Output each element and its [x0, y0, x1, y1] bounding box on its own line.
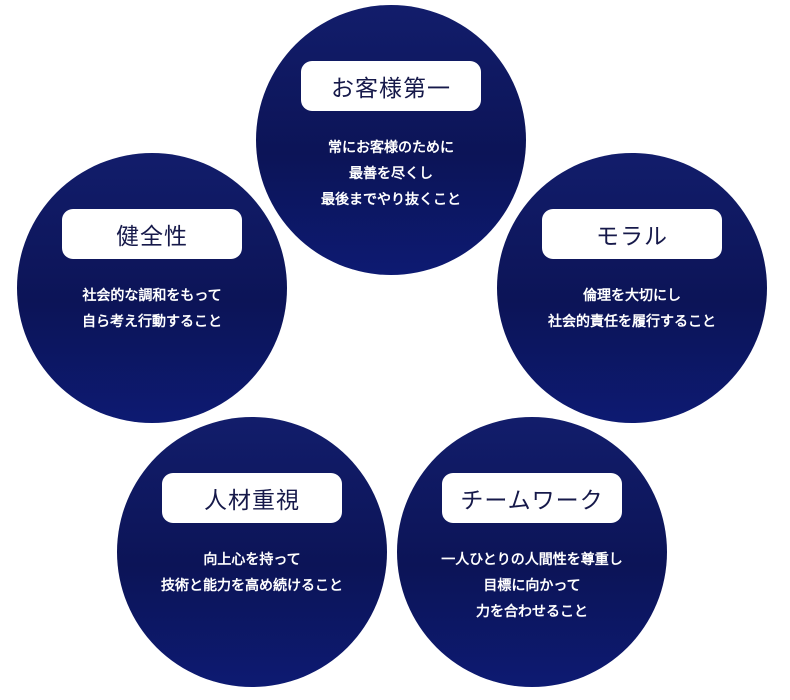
value-title-customer-first: お客様第一: [301, 61, 481, 111]
value-circle-morals: モラル 倫理を大切にし 社会的責任を履行すること: [497, 153, 767, 423]
value-circle-people-focus: 人材重視 向上心を持って 技術と能力を高め続けること: [117, 417, 387, 687]
description-line: 力を合わせること: [476, 604, 588, 620]
description-line: 最善を尽くし: [349, 166, 433, 182]
value-description-customer-first: 常にお客様のために 最善を尽くし 最後までやり抜くこと: [276, 135, 506, 213]
value-title-people-focus: 人材重視: [162, 473, 342, 523]
description-line: 倫理を大切にし: [583, 288, 681, 304]
description-line: 最後までやり抜くこと: [321, 192, 461, 208]
value-description-teamwork: 一人ひとりの人間性を尊重し 目標に向かって 力を合わせること: [417, 547, 647, 625]
value-title-teamwork: チームワーク: [442, 473, 622, 523]
description-line: 常にお客様のために: [328, 140, 454, 156]
description-line: 社会的な調和をもって: [82, 288, 222, 304]
value-circle-teamwork: チームワーク 一人ひとりの人間性を尊重し 目標に向かって 力を合わせること: [397, 417, 667, 687]
description-line: 社会的責任を履行すること: [548, 314, 716, 330]
description-line: 目標に向かって: [483, 578, 581, 594]
value-title-morals: モラル: [542, 209, 722, 259]
description-line: 技術と能力を高め続けること: [161, 578, 343, 594]
value-circle-soundness: 健全性 社会的な調和をもって 自ら考え行動すること: [17, 153, 287, 423]
value-title-soundness: 健全性: [62, 209, 242, 259]
description-line: 自ら考え行動すること: [82, 314, 222, 330]
description-line: 一人ひとりの人間性を尊重し: [441, 552, 623, 568]
value-description-people-focus: 向上心を持って 技術と能力を高め続けること: [137, 547, 367, 599]
value-description-morals: 倫理を大切にし 社会的責任を履行すること: [517, 283, 747, 335]
value-circle-customer-first: お客様第一 常にお客様のために 最善を尽くし 最後までやり抜くこと: [256, 5, 526, 275]
description-line: 向上心を持って: [203, 552, 301, 568]
value-description-soundness: 社会的な調和をもって 自ら考え行動すること: [37, 283, 267, 335]
